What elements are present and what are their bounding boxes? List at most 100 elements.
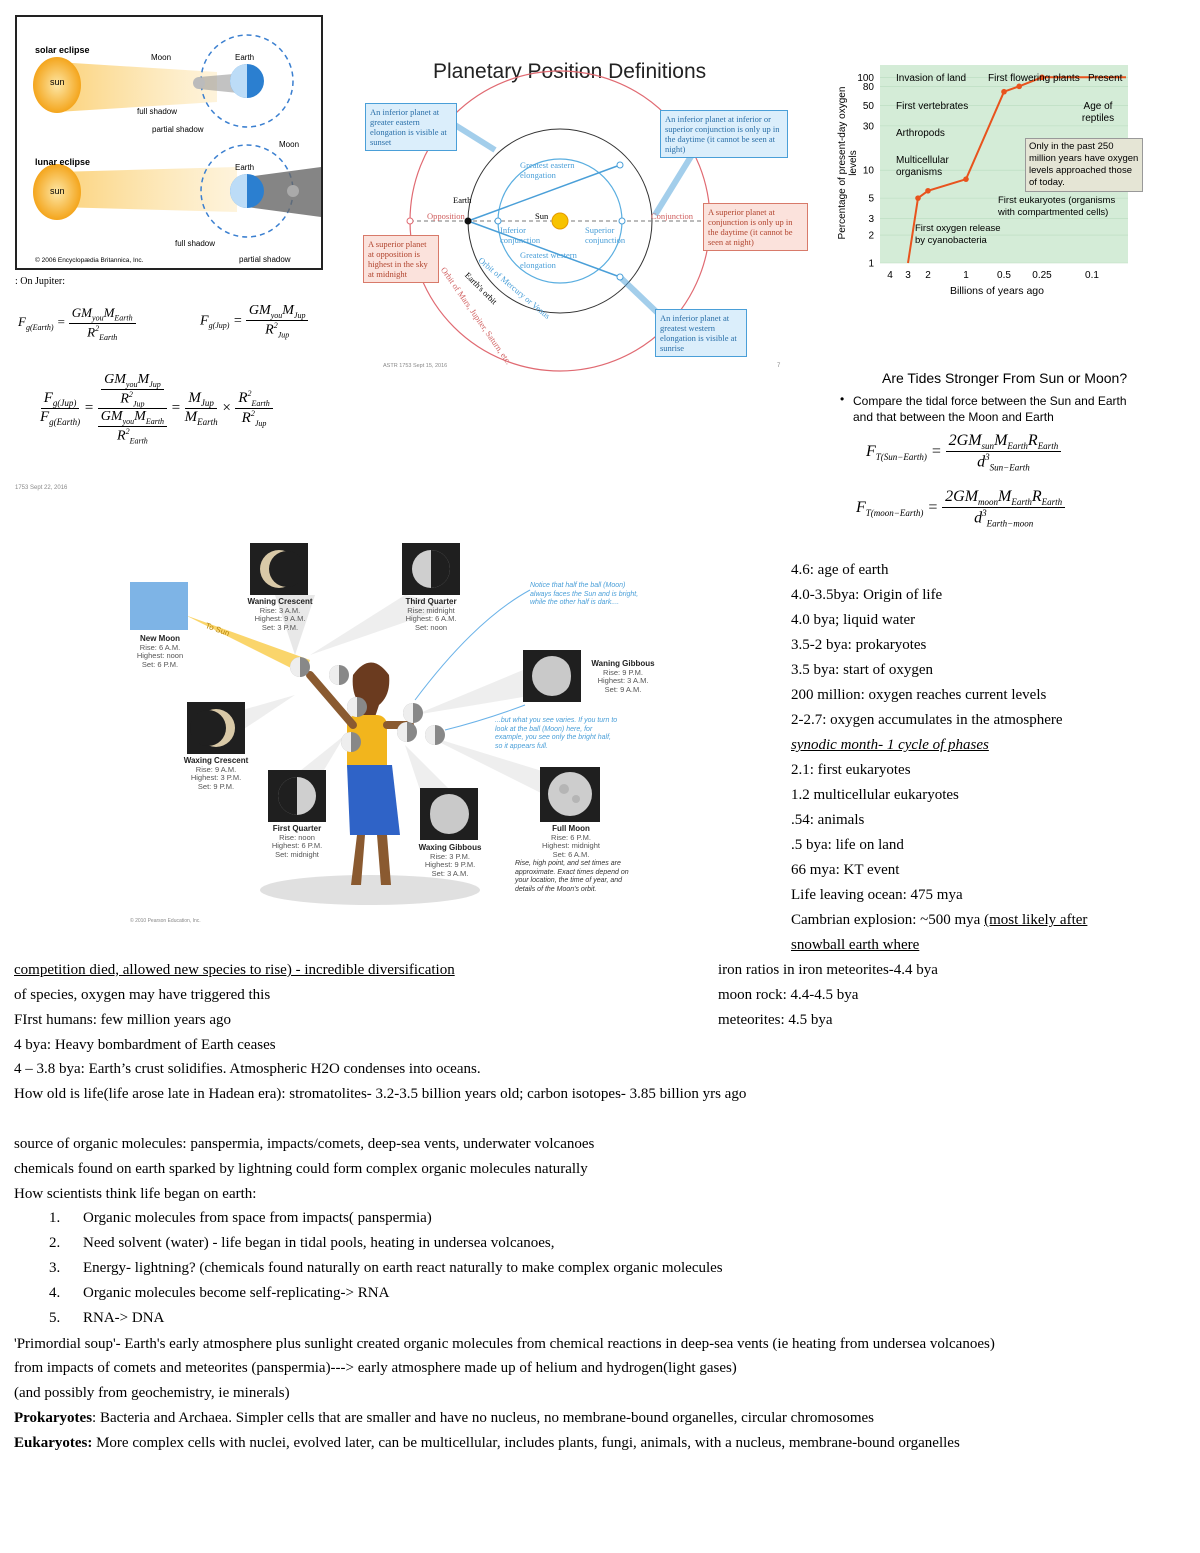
ann-arthropods: Arthropods xyxy=(896,128,945,139)
x-tick-label: 2 xyxy=(925,270,931,281)
cambrian-underlined-1: (most likely after xyxy=(984,912,1088,928)
y-tick-label: 5 xyxy=(868,194,874,205)
ann-oxygen-release: First oxygen release by cyanobacteria xyxy=(915,223,1001,246)
life-origin-steps: 1.Organic molecules from space from impa… xyxy=(49,1206,723,1331)
moon-label-2: Moon xyxy=(279,140,300,149)
waning-crescent-image xyxy=(250,543,308,595)
body-line-7: source of organic molecules: panspermia,… xyxy=(14,1136,595,1152)
geochemistry-line: (and possibly from geochemistry, ie mine… xyxy=(14,1385,290,1401)
full-moon-image xyxy=(540,767,600,822)
label-sun: Sun xyxy=(535,211,549,221)
x-tick-label: 3 xyxy=(905,270,911,281)
data-point xyxy=(1016,83,1022,90)
waning-gibbous-image xyxy=(523,650,581,702)
timeline-item: 2-2.7: oxygen accumulates in the atmosph… xyxy=(791,712,1063,728)
ann-flowering: First flowering plants xyxy=(988,73,1080,84)
note-half-ball: Notice that half the ball (Moon) always … xyxy=(530,582,639,606)
x-tick-label: 0.25 xyxy=(1032,270,1052,281)
timeline-item: 66 mya: KT event xyxy=(791,862,900,878)
timeline-item: 1.2 multicellular eukaryotes xyxy=(791,787,959,803)
tides-bullet-dot: • xyxy=(840,392,845,406)
y-tick-label: 10 xyxy=(863,166,875,177)
box-opposition: A superior planet at opposition is highe… xyxy=(363,235,439,283)
eclipse-diagram xyxy=(33,34,321,238)
jupiter-heading: : On Jupiter: xyxy=(15,276,65,287)
moon-rock-line: moon rock: 4.4-4.5 bya xyxy=(718,987,859,1003)
y-tick-label: 2 xyxy=(868,231,874,242)
y-tick-label: 80 xyxy=(863,82,875,93)
sun-shape xyxy=(33,57,81,113)
timeline-item: .54: animals xyxy=(791,812,865,828)
label-inferior-conjunction: Inferior conjunction xyxy=(500,225,541,245)
y-tick-label: 30 xyxy=(863,121,875,132)
lunar-eclipse-title: lunar eclipse xyxy=(35,157,91,167)
ann-multicellular: Multicellular organisms xyxy=(896,155,949,178)
label-greatest-western: Greatest western elongation xyxy=(520,250,577,270)
label-superior-conjunction: Superior conjunction xyxy=(585,225,626,245)
y-axis-label: Percentage of present-day oxygen levels xyxy=(837,86,859,240)
label-opposition: Opposition xyxy=(427,211,465,221)
eukaryotes-term: Eukaryotes: xyxy=(14,1435,93,1451)
body-line-3: FIrst humans: few million years ago xyxy=(14,1012,232,1028)
x-tick-label: 0.5 xyxy=(997,270,1011,281)
meteorites-line: meteorites: 4.5 bya xyxy=(718,1012,833,1028)
body-line-2: of species, oxygen may have triggered th… xyxy=(14,987,271,1003)
full-shadow-label: full shadow xyxy=(137,107,178,116)
body-line-4: 4 bya: Heavy bombardment of Earth ceases xyxy=(14,1037,276,1053)
y-tick-label: 3 xyxy=(868,214,874,225)
prokaryotes-line: Prokaryotes: Bacteria and Archaea. Simpl… xyxy=(14,1408,874,1428)
planetary-diagram: Planetary Position Definitions An inferi… xyxy=(355,55,815,375)
waxing-gibbous-image xyxy=(420,788,478,840)
jupiter-footer: 1753 Sept 22, 2016 xyxy=(15,485,68,491)
timeline-item-synodic: synodic month- 1 cycle of phases xyxy=(791,737,989,753)
eclipse-copyright: © 2006 Encyclopædia Britannica, Inc. xyxy=(35,257,144,264)
box-superior-conjunction: A superior planet at conjunction is only… xyxy=(703,203,808,251)
prokaryotes-definition: : Bacteria and Archaea. Simpler cells th… xyxy=(92,1410,874,1426)
timeline-item: 2.1: first eukaryotes xyxy=(791,762,911,778)
body-line-9: How scientists think life began on earth… xyxy=(14,1186,257,1202)
ann-reptiles: Age of reptiles xyxy=(1081,101,1115,124)
body-line-1: competition died, allowed new species to… xyxy=(14,962,455,978)
timeline-item: 3.5 bya: start of oxygen xyxy=(791,662,934,678)
planetary-page-number: 7 xyxy=(777,363,781,369)
y-tick-label: 1 xyxy=(868,259,874,270)
earth-label-2: Earth xyxy=(235,163,255,172)
sun-label: sun xyxy=(50,77,65,87)
data-point xyxy=(915,195,921,201)
label-earth: Earth xyxy=(453,195,472,205)
eukaryotes-definition: More complex cells with nuclei, evolved … xyxy=(92,1435,960,1451)
x-tick-label: 0.1 xyxy=(1085,270,1099,281)
label-conjunction: Conjunction xyxy=(651,211,694,221)
body-line-8: chemicals found on earth sparked by ligh… xyxy=(14,1161,588,1177)
tides-title: Are Tides Stronger From Sun or Moon? xyxy=(882,370,1128,386)
timeline-item: 4.0 bya; liquid water xyxy=(791,612,916,628)
step-item: 5.RNA-> DNA xyxy=(49,1310,165,1326)
earth-label: Earth xyxy=(235,53,255,62)
waxing-crescent-image xyxy=(187,702,245,754)
third-quarter-image xyxy=(402,543,460,595)
primordial-soup-line: 'Primordial soup'- Earth's early atmosph… xyxy=(14,1336,995,1352)
moon-copyright: © 2010 Pearson Education, Inc. xyxy=(130,918,201,924)
y-tick-label: 100 xyxy=(857,73,874,84)
body-line-6: How old is life(life arose late in Hadea… xyxy=(14,1086,747,1102)
box-inferior-conjunction: An inferior planet at inferior or superi… xyxy=(660,110,788,158)
x-axis-label: Billions of years ago xyxy=(950,285,1044,297)
step-item: 1.Organic molecules from space from impa… xyxy=(49,1210,432,1226)
ann-invasion: Invasion of land xyxy=(896,73,967,84)
x-tick-label: 4 xyxy=(887,270,893,281)
cambrian-underlined-2: snowball earth where xyxy=(791,937,920,953)
iron-ratio-line: iron ratios in iron meteorites-4.4 bya xyxy=(718,962,938,978)
full-shadow-label-2: full shadow xyxy=(175,239,216,248)
timeline-list: 4.6: age of earth 4.0-3.5bya: Origin of … xyxy=(791,560,1191,955)
planetary-footer: ASTR 1753 Sept 15, 2016 xyxy=(383,363,448,369)
data-point xyxy=(925,187,931,194)
impacts-line: from impacts of comets and meteorites (p… xyxy=(14,1360,737,1376)
